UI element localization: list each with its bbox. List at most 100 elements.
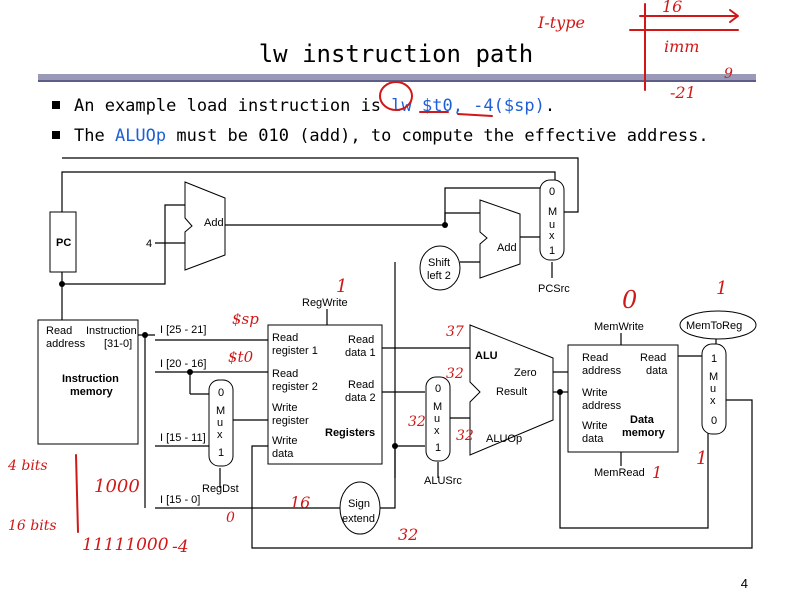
memtoreg-label: MemToReg xyxy=(686,320,742,332)
pcsrc-mux-u: u xyxy=(549,219,555,231)
regdst-label: RegDst xyxy=(202,483,239,495)
note-16-bits: 16 bits xyxy=(8,518,57,534)
reg-write-data-b: data xyxy=(272,448,294,460)
aluop-label: ALUOp xyxy=(486,433,522,445)
pcsrc-mux-1: 1 xyxy=(549,245,555,257)
reg-read-reg-1a: Read xyxy=(272,332,298,344)
note-minus-21: -21 xyxy=(670,83,696,102)
dm-read-data-b: data xyxy=(646,365,668,377)
reg-read-data-1b: data 1 xyxy=(345,347,376,359)
memread-label: MemRead xyxy=(594,467,645,479)
bullet-2-aluop: ALUOp xyxy=(114,126,167,146)
alusrc-mux-0: 0 xyxy=(435,383,441,395)
note-minus4: -4 xyxy=(172,537,189,557)
bullet-1-text-a: An example load instruction is xyxy=(74,96,392,116)
shift-label-1: Shift xyxy=(428,257,450,269)
arrow-sixteen xyxy=(639,9,739,23)
circle-t0 xyxy=(379,81,413,111)
dm-read-data-a: Read xyxy=(640,352,666,364)
sign-extend-1: Sign xyxy=(348,498,370,510)
note-1000: 1000 xyxy=(94,476,140,497)
add2-label: Add xyxy=(497,242,517,254)
note-regwrite-1: 1 xyxy=(336,276,347,297)
alu-result: Result xyxy=(496,386,527,398)
dm-write-address-b: address xyxy=(582,400,622,412)
reg-read-data-1a: Read xyxy=(348,334,374,346)
slide-title: lw instruction path xyxy=(258,40,534,68)
bits-divider xyxy=(75,454,79,533)
reg-write-data-a: Write xyxy=(272,435,297,447)
alusrc-label: ALUSrc xyxy=(424,475,462,487)
alusrc-mux-m: M xyxy=(433,401,442,413)
alu xyxy=(469,324,554,456)
bullet-square-icon xyxy=(52,101,60,109)
pcsrc-mux-x: x xyxy=(549,230,555,242)
reg-read-data-2b: data 2 xyxy=(345,392,376,404)
note-t0: $t0 xyxy=(228,348,254,366)
memtoreg-mux xyxy=(701,343,727,435)
note-37: 37 xyxy=(446,324,464,340)
page-number: 4 xyxy=(740,576,748,591)
dm-write-data-a: Write xyxy=(582,420,607,432)
instr-mem-name-2: memory xyxy=(70,386,114,398)
note-32a: 32 xyxy=(446,366,464,382)
title-rule xyxy=(38,74,756,82)
note-32d: 32 xyxy=(398,525,418,544)
memtoreg-mux-1: 1 xyxy=(711,353,717,365)
note-16: 16 xyxy=(662,0,682,16)
pcsrc-mux-m: M xyxy=(548,206,557,218)
note-memread-1: 1 xyxy=(696,448,707,469)
regdst-mux xyxy=(208,379,234,467)
note-pcsrc-0: 0 xyxy=(622,286,637,314)
instr-instruction-label: Instruction xyxy=(86,325,137,337)
pcsrc-mux-0: 0 xyxy=(549,186,555,198)
field-20-16: I [20 - 16] xyxy=(160,358,206,370)
regdst-mux-1: 1 xyxy=(218,447,224,459)
note-i-type: I-type xyxy=(537,13,585,32)
instr-address-label: address xyxy=(46,338,86,350)
alusrc-mux xyxy=(425,376,451,462)
note-16b: 16 xyxy=(290,493,310,512)
note-9: 9 xyxy=(724,66,733,82)
reg-read-reg-2b: register 2 xyxy=(272,381,318,393)
handwritten-annotations: I-type 16 imm 9 -21 1 0 1 $sp $t0 37 32 … xyxy=(7,0,739,557)
shift-left-2 xyxy=(419,245,461,291)
regwrite-label: RegWrite xyxy=(302,297,348,309)
reg-read-data-2a: Read xyxy=(348,379,374,391)
note-regdst-0: 0 xyxy=(226,510,235,526)
underline-sp xyxy=(457,113,493,117)
reg-read-reg-1b: register 1 xyxy=(272,345,318,357)
instr-mem-name-1: Instruction xyxy=(62,373,119,385)
registers-name: Registers xyxy=(325,427,375,439)
dm-read-address-a: Read xyxy=(582,352,608,364)
alu-name: ALU xyxy=(475,350,498,362)
bullet-2: The ALUOp must be 010 (add), to compute … xyxy=(52,126,709,146)
sign-extend-2: extend xyxy=(342,513,375,525)
note-11111000: 11111000 xyxy=(82,535,169,555)
pc-label: PC xyxy=(56,237,71,249)
bullet-square-icon xyxy=(52,131,60,139)
pcsrc-label: PCSrc xyxy=(538,283,570,295)
dm-write-address-a: Write xyxy=(582,387,607,399)
note-sp: $sp xyxy=(232,310,259,328)
instruction-memory xyxy=(37,319,139,445)
memwrite-label: MemWrite xyxy=(594,321,644,333)
data-memory xyxy=(567,344,679,453)
instr-read-label: Read xyxy=(46,325,72,337)
note-imm: imm xyxy=(664,37,699,56)
sign-extend xyxy=(339,481,381,535)
field-15-0: I [15 - 0] xyxy=(160,494,200,506)
alusrc-mux-u: u xyxy=(434,413,440,425)
regdst-mux-0: 0 xyxy=(218,387,224,399)
note-memtoreg-1: 1 xyxy=(716,278,727,299)
regdst-mux-x: x xyxy=(217,429,223,441)
note-32c: 32 xyxy=(456,428,474,444)
field-15-11: I [15 - 11] xyxy=(160,432,206,444)
register-file xyxy=(267,324,383,465)
note-32b: 32 xyxy=(408,414,426,430)
alusrc-mux-x: x xyxy=(434,425,440,437)
regdst-mux-u: u xyxy=(217,417,223,429)
alu-zero: Zero xyxy=(514,367,537,379)
note-memread-mark: 1 xyxy=(652,463,662,482)
